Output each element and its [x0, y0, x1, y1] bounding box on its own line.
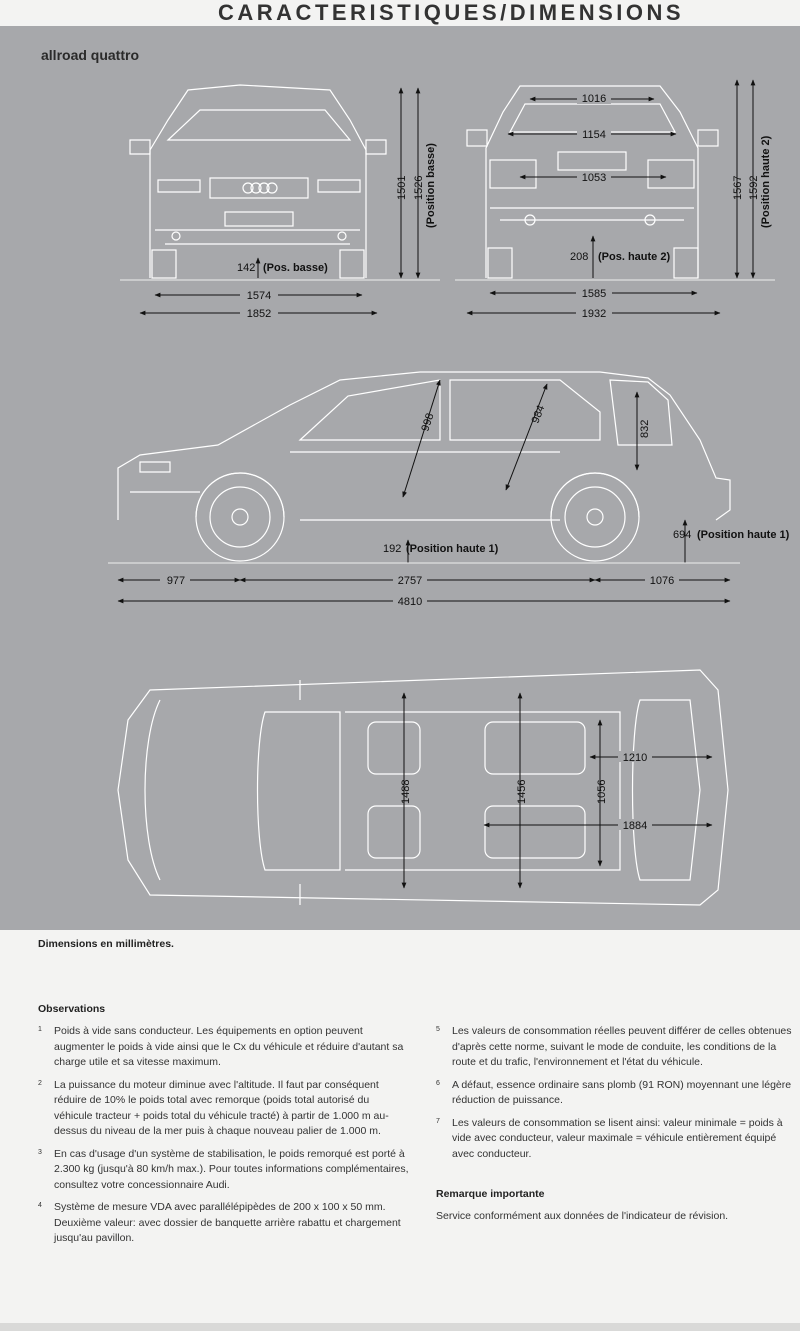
remark-title: Remarque importante — [436, 1188, 545, 1200]
dim-1016: 1016 — [582, 93, 606, 105]
note-number: 6 — [436, 1079, 440, 1087]
dim-832: 832 — [639, 420, 651, 438]
dim-977: 977 — [167, 575, 185, 587]
front-dims — [120, 87, 440, 316]
note-text: Système de mesure VDA avec parallélépipè… — [54, 1201, 401, 1244]
top-dims — [401, 692, 713, 889]
observations-title: Observations — [38, 1003, 106, 1015]
dim-1053: 1053 — [582, 172, 606, 184]
vehicle-dimension-drawings: 1574 1852 142 (Pos. basse) 1501 1526 (Po… — [108, 79, 790, 906]
note-3: 3 En cas d'usage d'un système de stabilis… — [38, 1147, 410, 1194]
page-bottom-edge — [0, 1323, 800, 1331]
note-6: 6 A défaut, essence ordinaire sans plomb … — [436, 1078, 800, 1109]
dim-1574: 1574 — [247, 290, 271, 302]
dim-1076: 1076 — [650, 575, 674, 587]
dim-208: 208 — [570, 251, 588, 263]
note-number: 3 — [38, 1148, 42, 1156]
note-text: En cas d'usage d'un système de stabilisa… — [54, 1147, 409, 1191]
note-5: 5 Les valeurs de consommation réelles peu… — [436, 1024, 800, 1071]
dim-1210: 1210 — [623, 752, 647, 764]
note-number: 5 — [436, 1026, 440, 1033]
dim-208-label: (Pos. haute 2) — [598, 251, 670, 263]
note-text: Les valeurs de consommation se lisent ai… — [452, 1116, 783, 1160]
note-number: 7 — [436, 1117, 440, 1125]
dim-1567: 1567 — [732, 176, 744, 200]
dim-position-basse: (Position basse) — [425, 143, 437, 228]
side-dim-labels: 977 2757 1076 4810 192 (Position haute 1… — [160, 404, 790, 608]
note-2: 2 La puissance du moteur diminue avec l'a… — [38, 1078, 410, 1140]
dim-142-label: (Pos. basse) — [263, 262, 328, 274]
dim-1932: 1932 — [582, 308, 606, 320]
note-7: 7 Les valeurs de consommation se lisent a… — [436, 1116, 800, 1163]
note-number: 1 — [38, 1026, 42, 1033]
dim-1456: 1456 — [516, 780, 528, 804]
front-view-car — [129, 84, 387, 279]
dim-192: 192 — [383, 543, 401, 555]
note-number: 2 — [38, 1079, 42, 1087]
note-number: 4 — [38, 1202, 42, 1209]
side-view-car — [117, 371, 731, 562]
dim-694: 694 — [673, 529, 691, 541]
top-view-car — [117, 669, 729, 906]
dim-2757: 2757 — [398, 575, 422, 587]
dim-1501: 1501 — [396, 176, 408, 200]
dim-694-label: (Position haute 1) — [697, 529, 790, 541]
dim-1526: 1526 — [413, 176, 425, 200]
dim-1884: 1884 — [623, 820, 647, 832]
dim-984: 984 — [530, 404, 548, 425]
note-1: 1 Poids à vide sans conducteur. Les équip… — [38, 1024, 410, 1071]
top-dim-labels: 1210 1884 1488 1456 1056 — [400, 751, 652, 832]
dim-998: 998 — [419, 412, 436, 433]
rear-dim-labels: 1016 1154 1053 1585 1932 208 (Pos. haute… — [570, 93, 772, 320]
dim-1585: 1585 — [582, 288, 606, 300]
observations-left-column: 1 Poids à vide sans conducteur. Les équip… — [38, 1024, 410, 1254]
dim-1154: 1154 — [582, 129, 606, 141]
dim-1056: 1056 — [596, 780, 608, 804]
dim-1592: 1592 — [748, 176, 760, 200]
page-title: CARACTERISTIQUES/DIMENSIONS — [218, 0, 685, 25]
dim-4810: 4810 — [398, 596, 422, 608]
front-dim-labels: 1574 1852 142 (Pos. basse) 1501 1526 (Po… — [237, 143, 437, 320]
note-text: Poids à vide sans conducteur. Les équipe… — [54, 1025, 404, 1068]
note-text: A défaut, essence ordinaire sans plomb (… — [452, 1078, 792, 1107]
note-text: La puissance du moteur diminue avec l'al… — [54, 1078, 389, 1138]
units-note: Dimensions en millimètres. — [38, 938, 174, 950]
dim-192-label: (Position haute 1) — [406, 543, 499, 555]
dim-1488: 1488 — [400, 780, 412, 804]
dim-142: 142 — [237, 262, 255, 274]
model-name: allroad quattro — [41, 47, 140, 63]
note-4: 4 Système de mesure VDA avec parallélépip… — [38, 1200, 410, 1247]
dim-1852: 1852 — [247, 308, 271, 320]
dim-position-haute-2: (Position haute 2) — [760, 135, 772, 228]
remark-text: Service conformément aux données de l'in… — [436, 1210, 729, 1222]
note-text: Les valeurs de consommation réelles peuv… — [452, 1025, 792, 1068]
observations-right-column: 5 Les valeurs de consommation réelles peu… — [436, 1024, 800, 1169]
